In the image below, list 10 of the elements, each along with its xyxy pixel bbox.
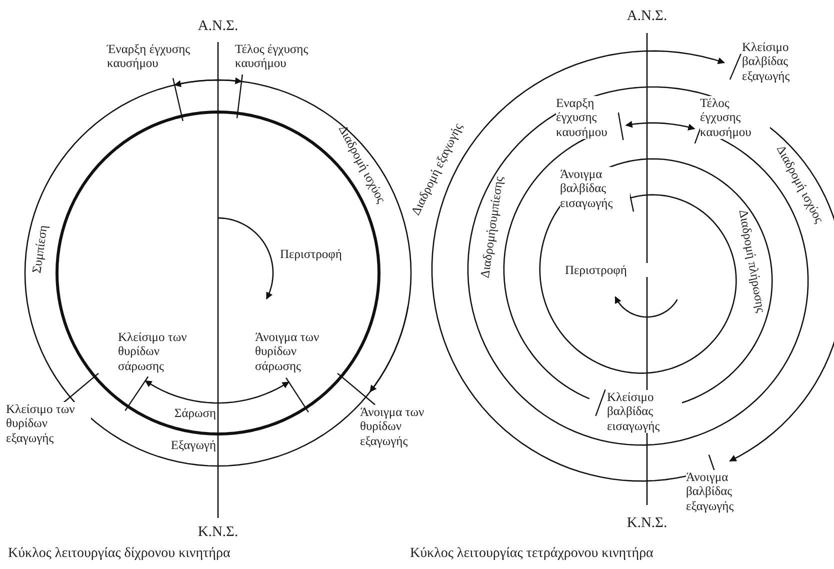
caption: Κύκλος λειτουργίας τετράχρονου κινητήρα [410,546,654,562]
timing-label: Κλείσιμο των θυρίδων εξαγωγής [6,402,91,446]
timing-label: Άνοιγμα βαλβίδας εισαγωγής [560,167,630,210]
timing-label: Τέλος έγχυσης καυσήμου [700,96,770,140]
timing-label: Κλείσιμο βαλβίδας εισαγωγής [607,390,682,434]
timing-label: Άνοιγμα των θυρίδων σάρωσης [255,330,340,374]
caption: Κύκλος λειτουργίας δίχρονου κινητήρα [8,546,230,562]
stroke-label: Διαδρομή πλήρωσης [735,208,770,316]
stroke-label: Συμπίεση [28,223,52,276]
timing-label: Εναρξη έγχυσης καυσήμου [556,96,618,140]
